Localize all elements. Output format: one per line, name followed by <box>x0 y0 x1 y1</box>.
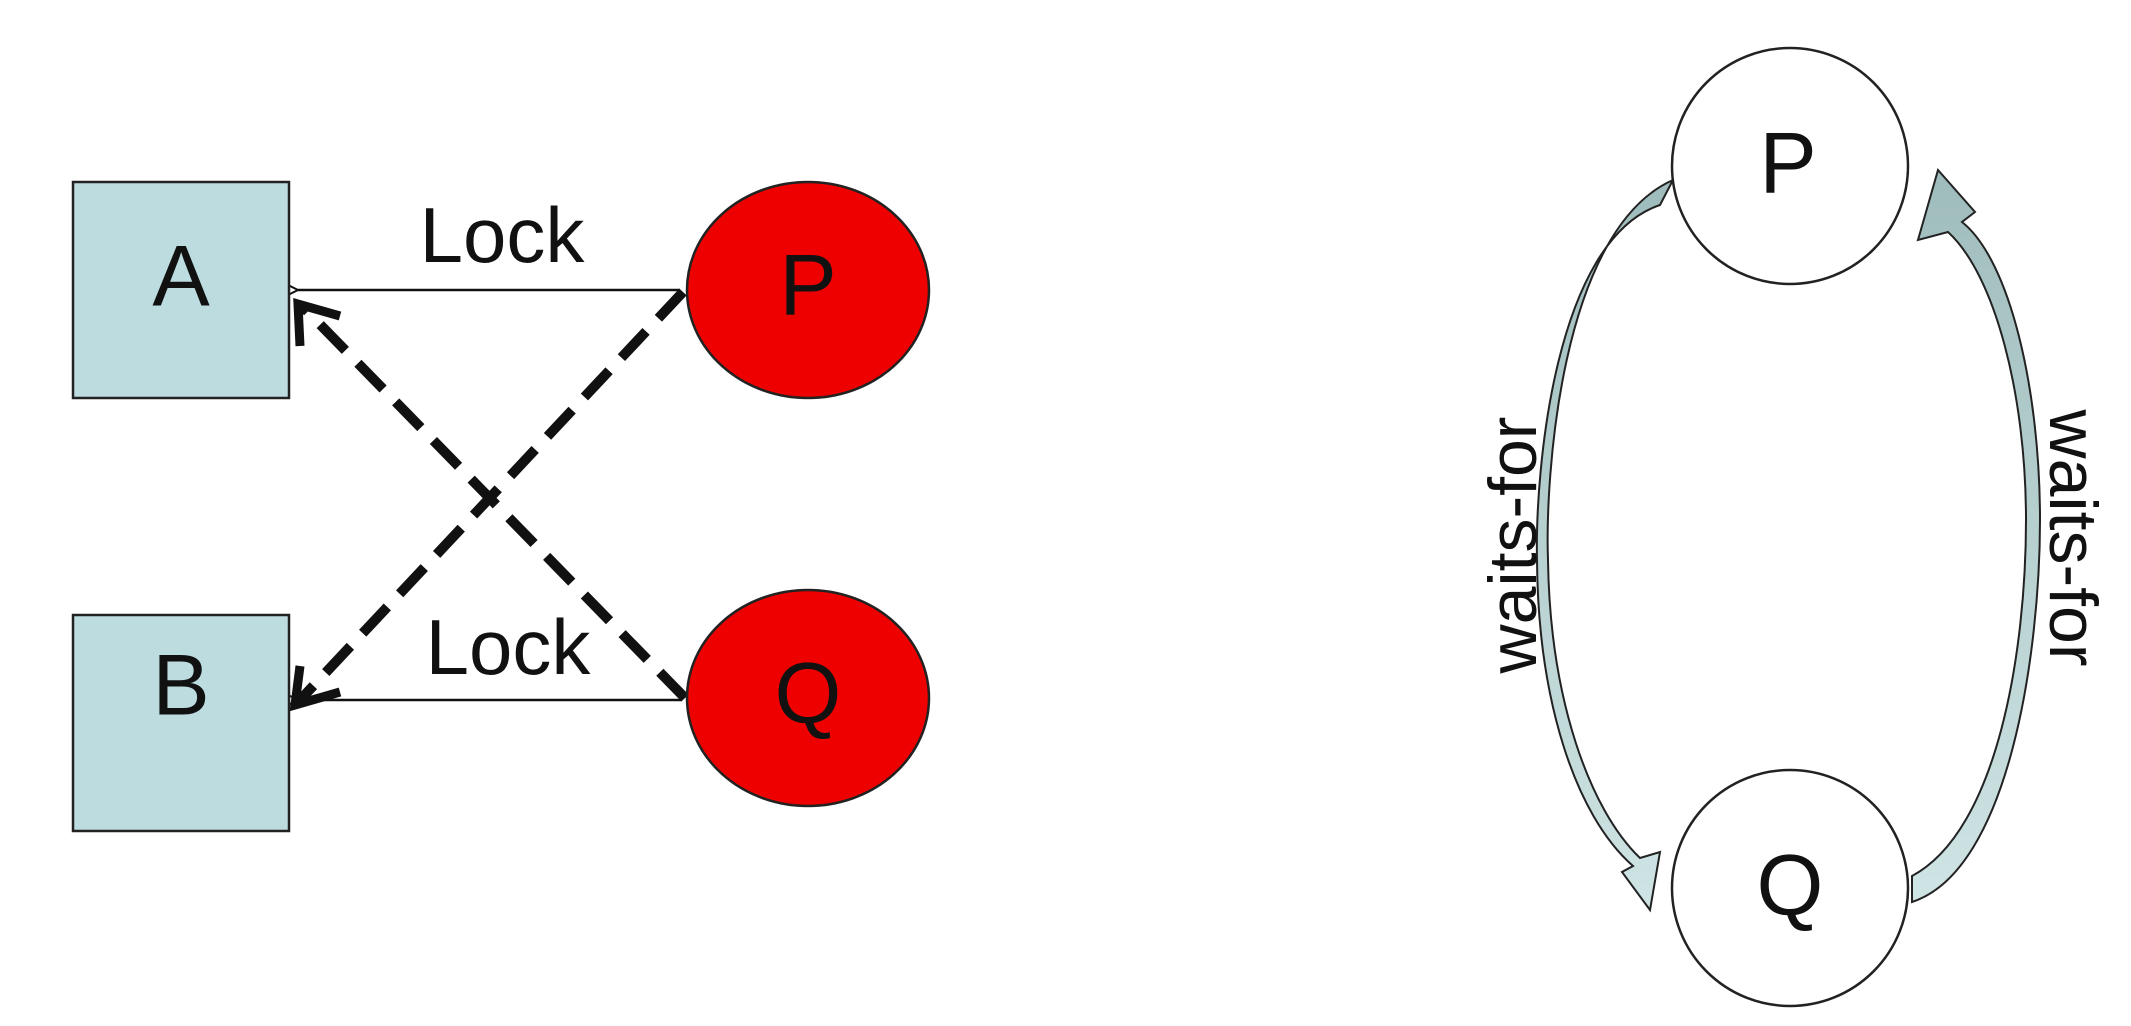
wait-node-q: Q <box>1670 768 1910 1008</box>
lock-label-bottom: Lock <box>426 603 592 691</box>
wait-edge-q-to-a <box>298 302 689 702</box>
wait-node-q-label: Q <box>1757 838 1824 934</box>
waits-for-label-left: waits-for <box>1475 417 1551 675</box>
process-p-label: P <box>779 238 836 334</box>
process-p: P <box>685 180 931 400</box>
process-q-label: Q <box>775 646 842 742</box>
resource-allocation-graph: Lock Lock A B P Q <box>71 180 931 833</box>
resource-b: B <box>71 613 291 833</box>
waits-for-label-right: waits-for <box>2035 409 2111 667</box>
resource-a: A <box>71 180 291 400</box>
wait-for-arrow-p-to-q <box>1535 177 1676 913</box>
wait-node-p-label: P <box>1759 116 1816 212</box>
resource-a-label: A <box>152 229 210 325</box>
wait-for-arrow-q-to-p <box>1911 167 2042 904</box>
wait-node-p: P <box>1670 46 1910 286</box>
wait-arrowhead-b <box>289 665 342 712</box>
wait-arrowhead-a <box>293 297 342 347</box>
lock-label-top: Lock <box>420 191 586 279</box>
wait-for-graph: waits-for waits-for P Q <box>1475 46 2111 1008</box>
resource-b-label: B <box>152 638 209 734</box>
process-q: Q <box>685 588 931 808</box>
